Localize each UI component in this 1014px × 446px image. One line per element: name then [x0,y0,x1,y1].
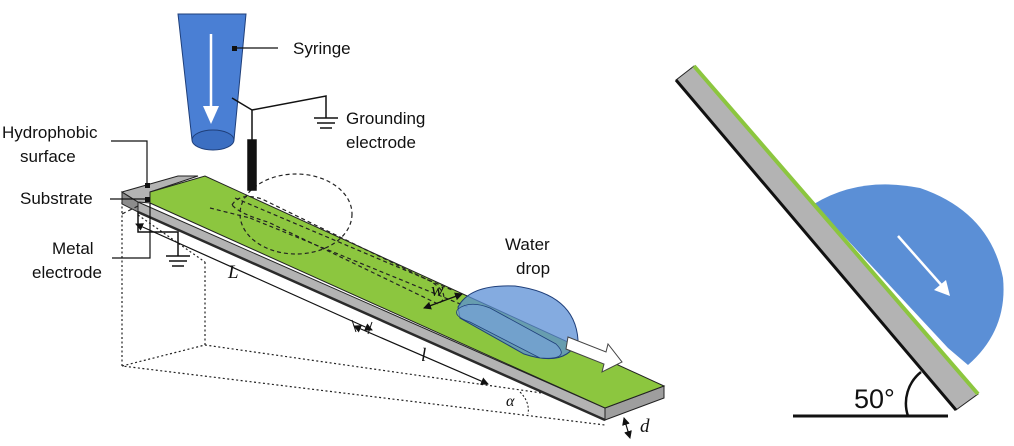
dimension-alpha-label: α [506,393,515,410]
syringe [177,13,278,151]
incline-slab-bottom-edge [674,79,958,411]
substrate-slab [120,175,666,422]
dimension-d [622,417,632,439]
substrate-marker [145,197,150,202]
grounding-label-line2: electrode [346,133,416,152]
incline-hydrophobic-layer [692,64,980,396]
water-label-line1: Water [505,235,550,254]
dimension-l [351,319,489,385]
substrate-label: Substrate [20,189,93,208]
incline-water-drop [814,184,1004,365]
grounding-electrode [231,95,338,191]
tilted-setup-diagram: Syringe Grounding electrode Hydrophobic … [2,13,666,439]
angle-label: 50° [854,384,895,414]
syringe-label: Syringe [293,39,351,58]
tip-contact-circle [239,173,353,255]
hydrophobic-label-line1: Hydrophobic [2,123,98,142]
hydrophobic-marker [145,183,150,188]
water-drop [456,285,623,373]
hydrophobic-label-line2: surface [20,147,76,166]
dimension-l-label: l [421,345,426,366]
grounding-label-line1: Grounding [346,109,425,128]
incline-drop-arrowhead-icon [934,280,950,296]
drop-motion-arrow-icon [565,336,623,373]
dimension-w [423,292,463,310]
drop-on-incline-diagram: 50° [674,64,1004,418]
incline-drop-arrow-icon [897,235,945,289]
alpha-arc [519,391,529,415]
metal-label-line1: Metal [52,239,94,258]
metal-label-line2: electrode [32,263,102,282]
water-label-line2: drop [516,259,550,278]
syringe-label-marker [232,46,237,51]
dimension-w-label: w [431,280,444,301]
angle-arc [904,371,922,417]
syringe-tip [191,129,235,151]
syringe-flow-arrowhead-icon [203,106,219,124]
dimension-L-label: L [227,262,239,283]
drop-footprint [456,303,562,359]
dimension-d-label: d [640,416,650,437]
label-leaders [110,140,151,259]
